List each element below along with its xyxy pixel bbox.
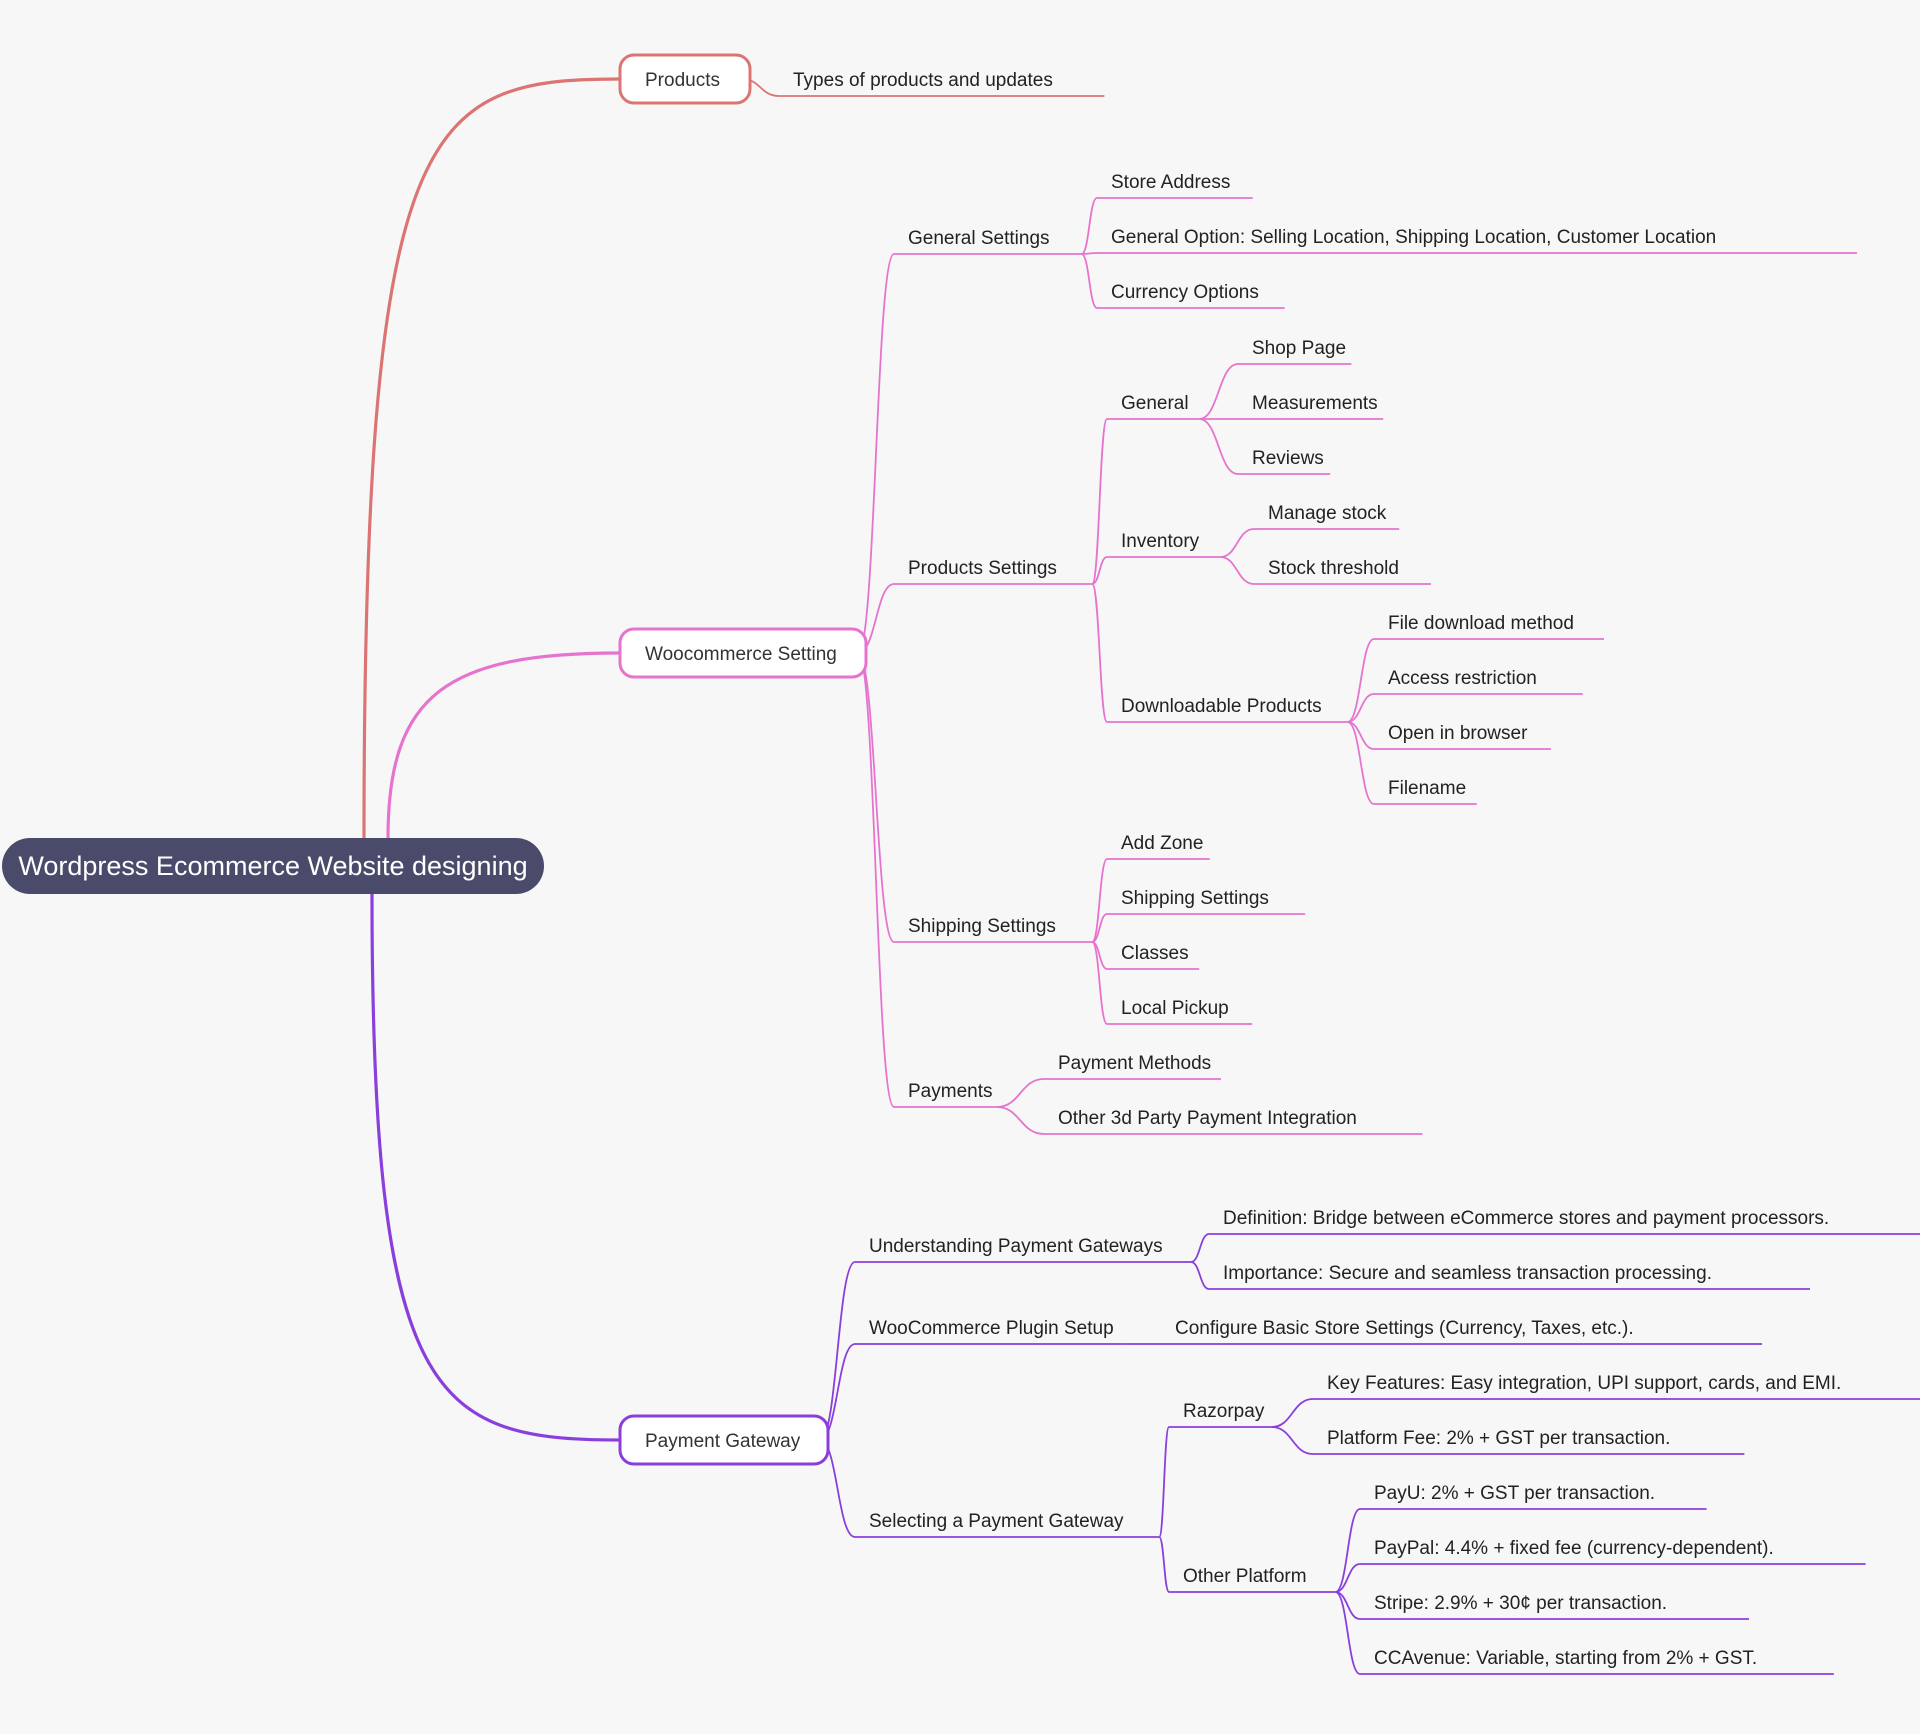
topic-file-download-method: File download method [1388, 613, 1574, 634]
connector-line [1335, 1563, 1361, 1593]
connector-line [819, 1261, 856, 1441]
topic-filename: Filename [1388, 778, 1466, 799]
connector-line [1220, 556, 1255, 585]
topic-open-in-browser: Open in browser [1388, 723, 1528, 744]
branch-line [362, 77, 621, 839]
connector-line [1199, 418, 1239, 475]
branch-line [386, 651, 621, 839]
root-node[interactable] [2, 838, 544, 894]
connector-line [1334, 1508, 1361, 1593]
connector-line [1080, 197, 1098, 255]
topic-stock-threshold: Stock threshold [1268, 558, 1399, 579]
topic-local-pickup: Local Pickup [1121, 998, 1229, 1019]
topic-platform-fee-2-gst-per-transaction: Platform Fee: 2% + GST per transaction. [1327, 1428, 1670, 1449]
connector-line [1081, 252, 1098, 255]
topic-general-option-selling-location-shipping: General Option: Selling Location, Shippi… [1111, 227, 1716, 248]
connector-line [1334, 1591, 1361, 1675]
branch-node-woocommerce-setting[interactable] [618, 627, 868, 679]
topic-importance-secure-and-seamless-transacti: Importance: Secure and seamless transact… [1223, 1263, 1712, 1284]
mind-map-nodes: Wordpress Ecommerce Website designing Pro… [2, 53, 1841, 1669]
topic-understanding-payment-gateways: Understanding Payment Gateways [869, 1236, 1163, 1257]
branch-label-woocommerce-setting: Woocommerce Setting [645, 644, 837, 665]
topic-payu-2-gst-per-transaction: PayU: 2% + GST per transaction. [1374, 1483, 1655, 1504]
connector-line [1158, 1426, 1170, 1538]
connector-line [857, 253, 895, 654]
topic-classes: Classes [1121, 943, 1189, 964]
topic-shipping-settings: Shipping Settings [1121, 888, 1269, 909]
topic-downloadable-products: Downloadable Products [1121, 696, 1322, 717]
connector-line [1190, 1233, 1210, 1263]
connector-line [1347, 721, 1375, 805]
topic-shop-page: Shop Page [1252, 338, 1346, 359]
topic-access-restriction: Access restriction [1388, 668, 1537, 689]
topic-ccavenue-variable-starting-from-2-gst: CCAvenue: Variable, starting from 2% + G… [1374, 1648, 1757, 1669]
root-node-label: Wordpress Ecommerce Website designing [18, 851, 527, 881]
topic-woocommerce-plugin-setup: WooCommerce Plugin Setup [869, 1318, 1114, 1339]
topic-stripe-2-9-30-per-transaction: Stripe: 2.9% + 30¢ per transaction. [1374, 1593, 1667, 1614]
topic-selecting-a-payment-gateway: Selecting a Payment Gateway [869, 1511, 1124, 1532]
connector-line [1347, 638, 1375, 723]
topic-razorpay: Razorpay [1183, 1401, 1265, 1422]
branch-node-payment-gateway[interactable] [618, 1414, 830, 1466]
connector-line [996, 1106, 1045, 1135]
topic-store-address: Store Address [1111, 172, 1230, 193]
branch-line [370, 893, 621, 1442]
connector-line [1347, 693, 1375, 723]
topic-key-features-easy-integration-upi-suppor: Key Features: Easy integration, UPI supp… [1327, 1373, 1841, 1394]
branch-label-payment-gateway: Payment Gateway [645, 1431, 801, 1452]
connector-line [1080, 253, 1098, 309]
topic-configure-basic-store-settings-currency-: Configure Basic Store Settings (Currency… [1175, 1318, 1634, 1339]
topic-measurements: Measurements [1252, 393, 1378, 414]
connector-line [1158, 1536, 1170, 1593]
topic-reviews: Reviews [1252, 448, 1324, 469]
topic-payments: Payments [908, 1081, 992, 1102]
connector-line [1271, 1398, 1314, 1428]
topic-add-zone: Add Zone [1121, 833, 1203, 854]
connector-line [1220, 528, 1255, 558]
topic-general: General [1121, 393, 1189, 414]
mind-map-edges [362, 77, 1920, 1675]
topic-products-settings: Products Settings [908, 558, 1057, 579]
topic-manage-stock: Manage stock [1268, 503, 1387, 524]
connector-line [1190, 1261, 1210, 1290]
connector-line [1271, 1426, 1314, 1455]
connector-line [1091, 913, 1108, 943]
connector-line [1091, 583, 1108, 723]
connector-line [996, 1078, 1045, 1108]
topic-inventory: Inventory [1121, 531, 1200, 552]
connector-line [1091, 556, 1108, 585]
branch-label-products: Products [645, 70, 720, 91]
topic-general-settings: General Settings [908, 228, 1050, 249]
branch-node-products[interactable] [618, 53, 752, 105]
topic-shipping-settings: Shipping Settings [908, 916, 1056, 937]
topic-currency-options: Currency Options [1111, 282, 1259, 303]
topic-other-platform: Other Platform [1183, 1566, 1307, 1587]
connector-line [1091, 858, 1108, 943]
connector-line [1091, 418, 1108, 585]
connector-line [857, 652, 895, 1108]
topic-paypal-4-4-fixed-fee-currency-dependent: PayPal: 4.4% + fixed fee (currency-depen… [1374, 1538, 1774, 1559]
topic-definition-bridge-between-ecommerce-stor: Definition: Bridge between eCommerce sto… [1223, 1208, 1829, 1229]
topic-other-3d-party-payment-integration: Other 3d Party Payment Integration [1058, 1108, 1357, 1129]
topic-payment-methods: Payment Methods [1058, 1053, 1211, 1074]
topic-types-of-products-and-updates: Types of products and updates [793, 70, 1053, 91]
connector-line [1091, 941, 1108, 1025]
connector-line [1199, 363, 1239, 420]
